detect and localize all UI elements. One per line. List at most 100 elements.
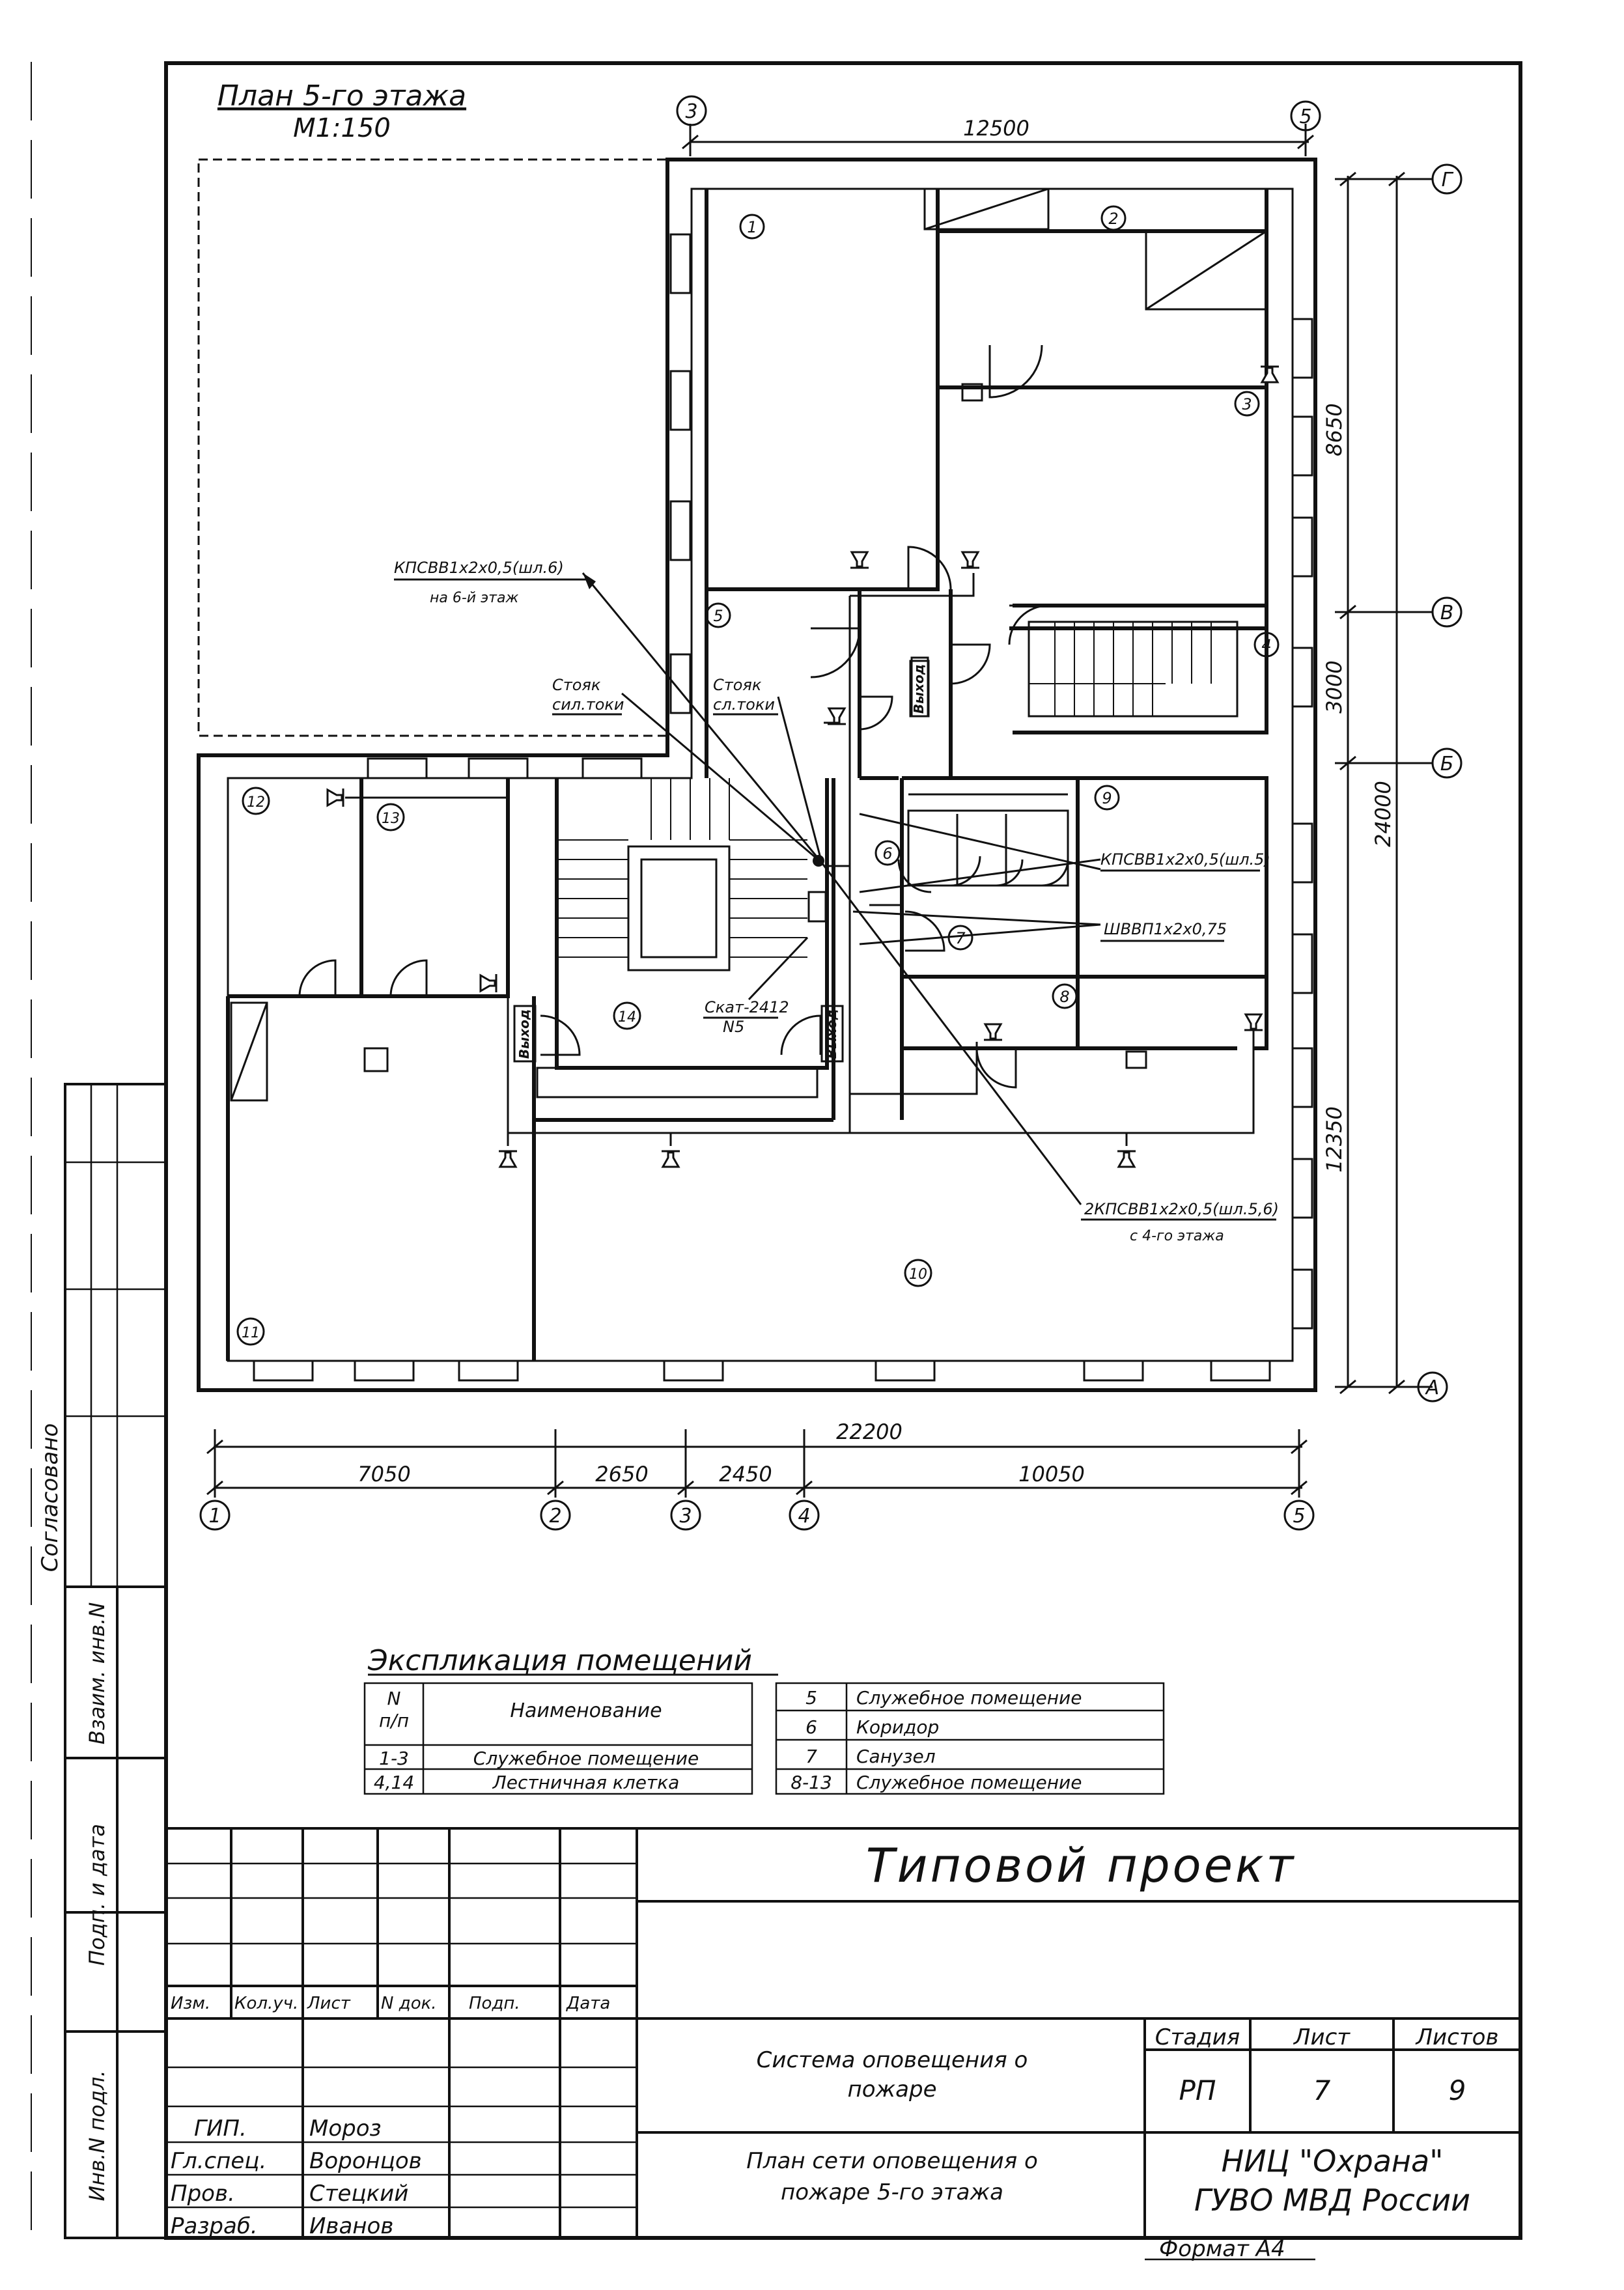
svg-text:Дата: Дата <box>566 1994 610 2013</box>
stair-4 <box>1028 621 1239 718</box>
svg-text:Г: Г <box>1442 169 1454 191</box>
svg-text:2650: 2650 <box>595 1462 648 1487</box>
windows <box>253 233 1313 1382</box>
svg-text:Иванов: Иванов <box>309 2213 393 2239</box>
svg-text:Выход: Выход <box>516 1009 532 1059</box>
svg-text:4,14: 4,14 <box>374 1772 414 1793</box>
room-10: 10 <box>904 1259 932 1287</box>
svg-text:Подп.: Подп. <box>469 1994 520 2013</box>
outer-wall-right-block <box>197 158 1317 1392</box>
svg-text:5: 5 <box>805 1687 817 1709</box>
svg-text:Стецкий: Стецкий <box>309 2181 408 2207</box>
svg-text:Кол.уч.: Кол.уч. <box>234 1994 298 2013</box>
svg-text:Служебное помещение: Служебное помещение <box>856 1772 1082 1793</box>
room-7: 7 <box>947 925 973 951</box>
svg-text:п/п: п/п <box>379 1710 409 1731</box>
exit-sign-1: Выход <box>909 660 930 718</box>
svg-text:5: 5 <box>713 607 723 625</box>
room-8: 8 <box>1052 983 1078 1009</box>
svg-text:14: 14 <box>618 1009 636 1026</box>
speaker-icon <box>960 551 981 569</box>
svg-text:4: 4 <box>1261 636 1271 654</box>
svg-text:1: 1 <box>208 1505 221 1528</box>
riser-weak-label: Стояк <box>713 676 762 694</box>
svg-text:Санузел: Санузел <box>856 1746 936 1767</box>
svg-text:7: 7 <box>805 1746 817 1767</box>
svg-text:Взаим. инв.N: Взаим. инв.N <box>85 1602 109 1745</box>
svg-text:Согласовано: Согласовано <box>37 1423 63 1572</box>
svg-text:Лист: Лист <box>1293 2024 1351 2050</box>
svg-text:9: 9 <box>1102 789 1112 807</box>
plan-scale: М1:150 <box>293 113 391 143</box>
svg-text:Служебное помещение: Служебное помещение <box>473 1748 699 1769</box>
svg-text:Стадия: Стадия <box>1155 2024 1240 2050</box>
svg-text:В: В <box>1440 602 1454 624</box>
svg-text:3000: 3000 <box>1322 660 1347 713</box>
plan-title: План 5-го этажа <box>217 79 466 113</box>
project-title: Типовой проект <box>866 1838 1296 1893</box>
svg-text:Лист: Лист <box>307 1994 351 2013</box>
svg-text:2450: 2450 <box>719 1462 772 1487</box>
cable-from4-label: 2КПСВВ1х2х0,5(шл.5,6) <box>1084 1200 1279 1218</box>
room-3: 3 <box>1234 391 1260 417</box>
explication-title: Экспликация помещений <box>367 1644 752 1677</box>
svg-text:Наименование: Наименование <box>510 1699 662 1722</box>
svg-text:9: 9 <box>1449 2074 1466 2106</box>
speaker-icon <box>1116 1150 1137 1168</box>
svg-text:Разраб.: Разраб. <box>171 2213 258 2239</box>
room-11: 11 <box>236 1317 265 1346</box>
svg-text:N док.: N док. <box>381 1994 437 2013</box>
alarm-wiring <box>341 572 1255 1205</box>
room-9: 9 <box>1094 785 1120 811</box>
svg-text:Воронцов: Воронцов <box>309 2148 422 2174</box>
svg-text:7050: 7050 <box>357 1462 410 1487</box>
svg-text:2: 2 <box>549 1505 561 1528</box>
room-13: 13 <box>376 803 405 831</box>
svg-text:3: 3 <box>685 100 697 123</box>
svg-text:5: 5 <box>1293 1505 1305 1528</box>
svg-text:Изм.: Изм. <box>171 1994 210 2013</box>
svg-text:Лестничная клетка: Лестничная клетка <box>492 1772 680 1793</box>
dim-bottom: 22200 7050 2650 2450 10050 1 2 3 4 5 <box>199 1419 1315 1531</box>
svg-text:22200: 22200 <box>836 1419 903 1444</box>
svg-text:4: 4 <box>798 1505 810 1528</box>
svg-text:Гл.спец.: Гл.спец. <box>171 2148 266 2174</box>
svg-text:сил.токи: сил.токи <box>552 695 624 714</box>
excluded-area <box>197 158 669 737</box>
svg-text:11: 11 <box>242 1325 260 1341</box>
interior-walls <box>226 188 1268 1361</box>
stair-14 <box>557 778 807 971</box>
cable-up-label: КПСВВ1х2х0,5(шл.6) <box>394 559 564 577</box>
svg-text:6: 6 <box>882 845 892 863</box>
svg-text:Б: Б <box>1440 753 1454 775</box>
svg-text:пожаре: пожаре <box>848 2076 937 2102</box>
room-12: 12 <box>242 787 270 815</box>
svg-text:РП: РП <box>1179 2074 1216 2106</box>
cable-up-sub: на 6-й этаж <box>430 590 518 606</box>
room-1: 1 <box>739 214 765 240</box>
svg-text:24000: 24000 <box>1371 781 1395 847</box>
svg-text:5: 5 <box>1299 105 1311 128</box>
skat-power-box <box>807 891 827 923</box>
svg-text:3: 3 <box>1242 395 1252 413</box>
room-2: 2 <box>1100 205 1127 231</box>
svg-text:пожаре 5-го этажа: пожаре 5-го этажа <box>781 2179 1003 2205</box>
skat-box-label: Скат-2412 <box>705 998 789 1016</box>
svg-text:13: 13 <box>382 811 400 827</box>
exit-sign-2: Выход <box>513 1005 537 1063</box>
svg-text:1: 1 <box>747 218 757 236</box>
arrow-up <box>583 573 596 589</box>
room-numbers: 1 2 3 4 5 6 7 8 9 10 11 12 13 14 <box>236 205 1280 1346</box>
dim-top: 12500 3 5 <box>676 95 1321 156</box>
svg-text:10050: 10050 <box>1018 1462 1085 1487</box>
speaker-icon <box>497 1150 518 1168</box>
svg-text:Инв.N подл.: Инв.N подл. <box>85 2070 109 2201</box>
svg-text:12350: 12350 <box>1322 1106 1347 1173</box>
svg-text:ГИП.: ГИП. <box>194 2115 247 2142</box>
svg-text:N5: N5 <box>723 1018 744 1036</box>
side-stamp: Согласовано Взаим. инв.N Подп. и дата Ин… <box>37 1083 167 2239</box>
svg-text:12500: 12500 <box>963 116 1029 141</box>
svg-text:Пров.: Пров. <box>171 2181 235 2207</box>
svg-text:8-13: 8-13 <box>791 1772 832 1793</box>
